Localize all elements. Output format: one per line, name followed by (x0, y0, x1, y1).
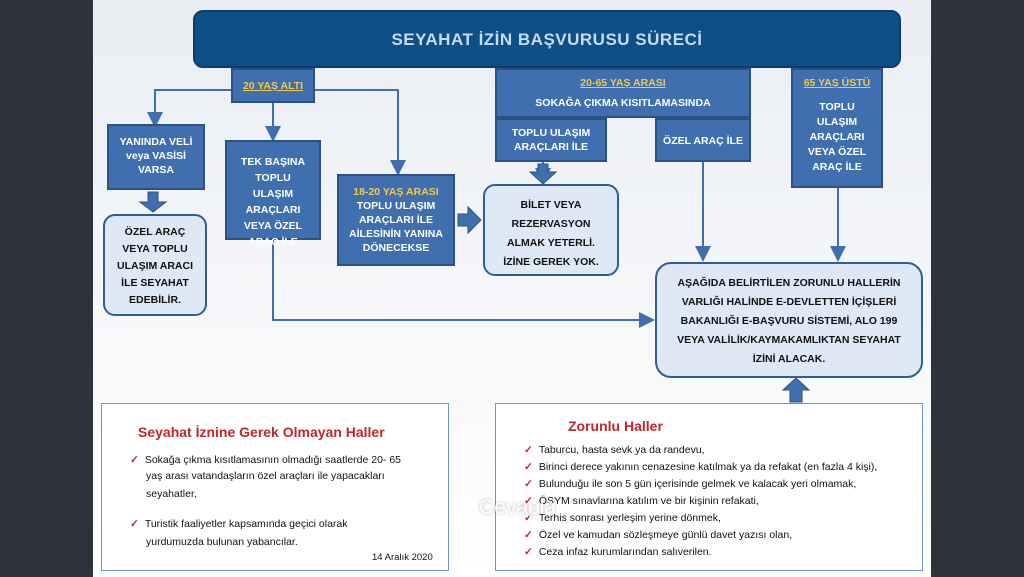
page-title: SEYAHAT İZİN BAŞVURUSU SÜRECİ (391, 30, 703, 49)
group-20-65: 20-65 YAŞ ARASI SOKAĞA ÇIKMA KISITLAMASI… (495, 68, 751, 118)
date-label: 14 Aralık 2020 (372, 552, 433, 563)
list-item: yurdumuzda bulunan yabancılar. (146, 536, 298, 548)
slide: SEYAHAT İZİN BAŞVURUSU SÜRECİ 20 YAŞ ALT… (93, 0, 931, 577)
group-over-65: 65 YAŞ ÜSTÜ TOPLU ULAŞIM ARAÇLARI VEYA Ö… (791, 68, 883, 188)
panel-not-required: Seyahat İznine Gerek Olmayan Haller ✓Sok… (101, 403, 449, 571)
list-item: seyahatler, (146, 488, 197, 500)
over-65-means: TOPLU ULAŞIM ARAÇLARI VEYA ÖZEL ARAÇ İLE (807, 101, 867, 173)
list-item: ✓Turistik faaliyetler kapsamında geçici … (130, 518, 348, 530)
list-item: ✓Terhis sonrası yerleşim yerine dönmek, (524, 512, 721, 524)
flow-arrows (138, 89, 846, 403)
node-public-transport: TOPLU ULAŞIM ARAÇLARI İLE (495, 118, 607, 162)
group-under-20-label: 20 YAŞ ALTI (242, 80, 304, 92)
node-age-18-20: 18-20 YAŞ ARASI TOPLU ULAŞIM ARAÇLARI İL… (337, 174, 455, 266)
left-letterbox (0, 0, 93, 577)
watermark-text: Cevapla (479, 496, 557, 519)
group-over-65-label: 65 YAŞ ÜSTÜ (803, 77, 871, 89)
list-item: ✓Sokağa çıkma kısıtlamasının olmadığı sa… (130, 454, 402, 466)
right-letterbox (931, 0, 1024, 577)
list-item: ✓Birinci derece yakının cenazesine katıl… (524, 461, 878, 473)
node-permit: AŞAĞIDA BELİRTİLEN ZORUNLU HALLERİN VARL… (655, 262, 923, 378)
return-family-text: TOPLU ULAŞIM ARAÇLARI İLE AİLESİNİN YANI… (349, 200, 443, 254)
node-alone: TEK BAŞINA TOPLU ULAŞIM ARAÇLARI VEYA ÖZ… (225, 140, 321, 248)
group-20-65-label: 20-65 YAŞ ARASI (580, 77, 666, 89)
caret-up-icon: ︿ (508, 480, 527, 500)
list-item: ✓Bulunduğu ile son 5 gün içerisinde gelm… (524, 478, 857, 490)
list-item: ✓Özel ve kamudan sözleşmeye günlü davet … (524, 529, 793, 541)
age-18-20-label: 18-20 YAŞ ARASI (353, 186, 439, 198)
watermark: ︿ Cevapla (479, 480, 557, 520)
list-item: ✓Taburcu, hasta sevk ya da randevu, (524, 444, 705, 456)
node-ticket-enough: BİLET VEYA REZERVASYON ALMAK YETERLİ. İZ… (483, 184, 619, 276)
title-bar: SEYAHAT İZİN BAŞVURUSU SÜRECİ (193, 10, 901, 68)
panel-mandatory-heading: Zorunlu Haller (568, 418, 663, 434)
node-private-car: ÖZEL ARAÇ İLE (655, 118, 751, 162)
group-under-20: 20 YAŞ ALTI (231, 68, 315, 103)
list-item: yaş arası vatandaşların özel araçları il… (146, 470, 385, 482)
list-item: ✓ÖSYM sınavlarına katılım ve bir kişinin… (524, 495, 759, 507)
panel-mandatory: Zorunlu Haller ✓Taburcu, hasta sevk ya d… (495, 403, 923, 571)
node-private-or-public: ÖZEL ARAÇ VEYA TOPLU ULAŞIM ARACI İLE SE… (103, 214, 207, 316)
list-item: ✓Ceza infaz kurumlarından salıverilen. (524, 546, 712, 558)
group-20-65-sub: SOKAĞA ÇIKMA KISITLAMASINDA (535, 97, 711, 109)
panel-not-required-heading: Seyahat İznine Gerek Olmayan Haller (138, 424, 385, 440)
node-with-guardian: YANINDA VELİ veya VASİSİ VARSA (107, 124, 205, 190)
